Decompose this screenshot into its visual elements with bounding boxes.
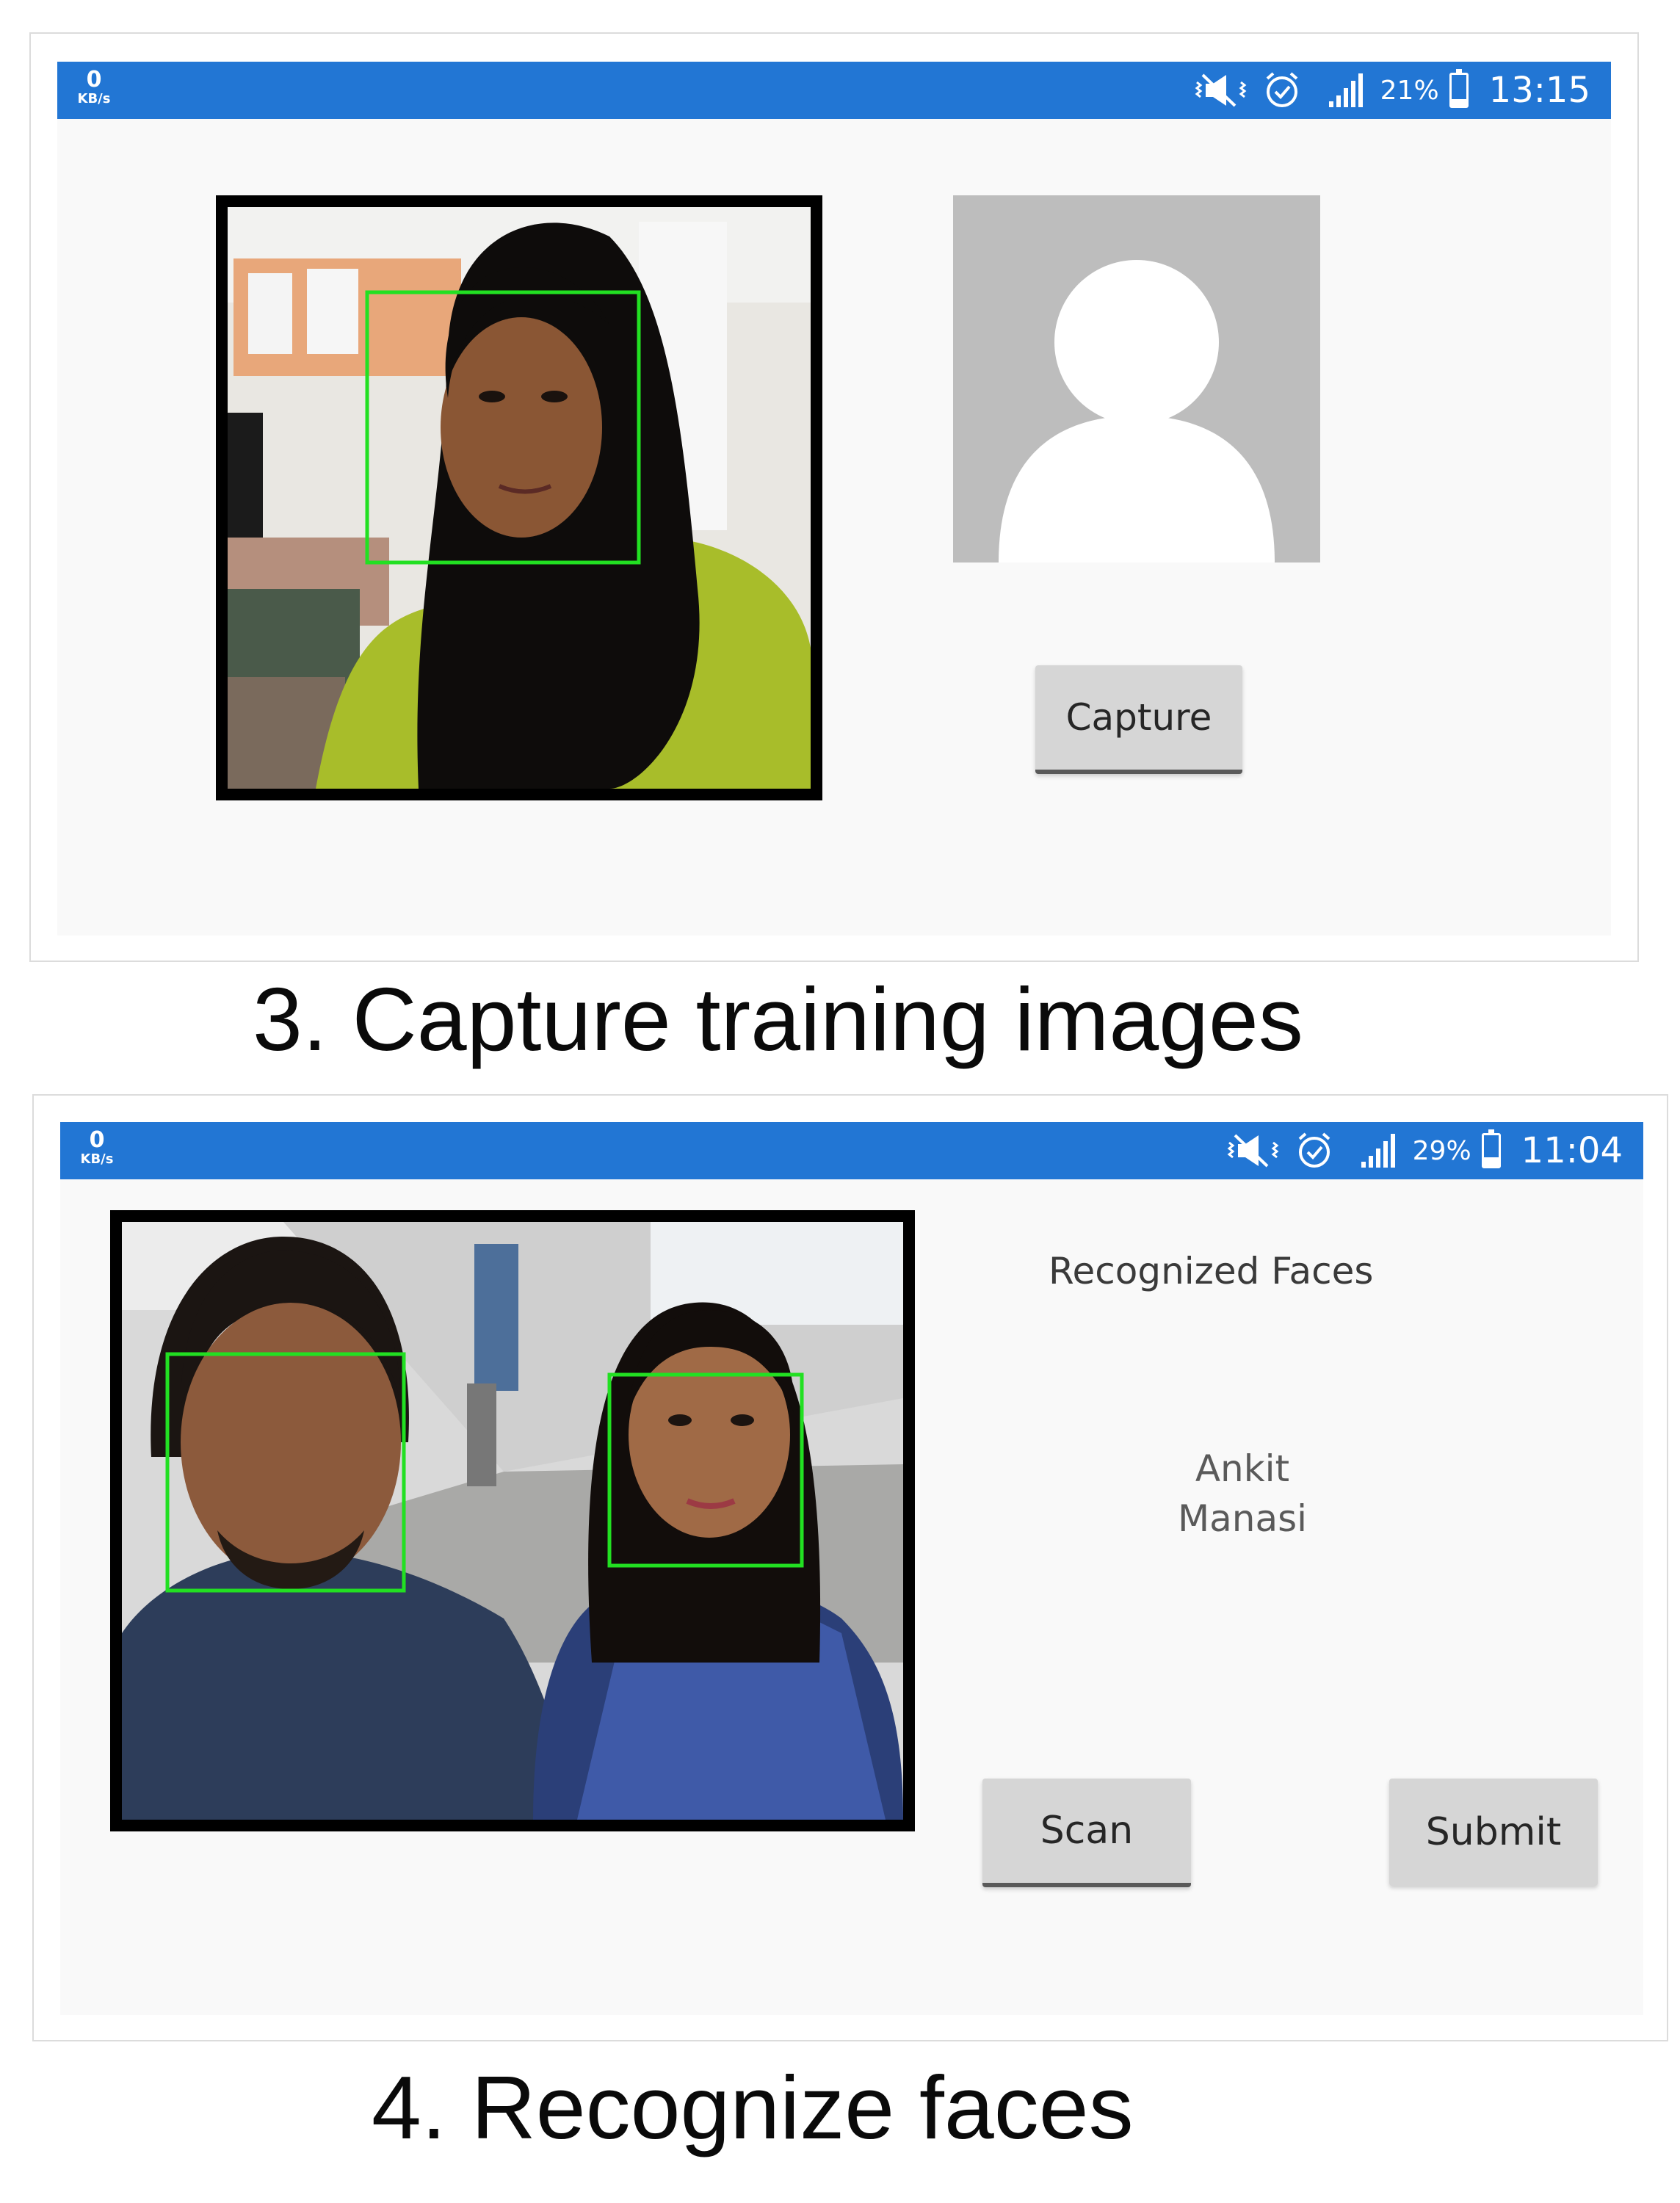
battery-icon	[1481, 1129, 1501, 1168]
recognized-faces-heading: Recognized Faces	[1049, 1250, 1374, 1292]
step-3-caption: 3. Capture training images	[253, 969, 1303, 1069]
camera-frame-image	[122, 1222, 903, 1820]
status-bar: 0 KB/s	[57, 62, 1611, 119]
face-detection-box	[165, 1352, 406, 1593]
network-speed-unit: KB/s	[80, 1151, 114, 1167]
capture-screen-card: 0 KB/s	[29, 32, 1639, 962]
scan-button[interactable]: Scan	[982, 1779, 1191, 1887]
training-image-placeholder	[953, 195, 1320, 562]
signal-icon	[1328, 73, 1363, 107]
recognize-screen: 0 KB/s	[60, 1122, 1643, 2015]
mute-vibrate-icon	[1195, 73, 1247, 107]
step-4-caption: 4. Recognize faces	[372, 2058, 1134, 2157]
submit-button[interactable]: Submit	[1389, 1779, 1598, 1886]
status-icons: 29% 11:04	[1226, 1122, 1623, 1179]
avatar-placeholder-icon	[999, 260, 1275, 562]
mute-vibrate-icon	[1227, 1134, 1279, 1168]
signal-icon	[1361, 1134, 1395, 1168]
alarm-icon	[1298, 1132, 1330, 1168]
network-speed-value: 0	[89, 1127, 105, 1153]
network-speed: 0 KB/s	[75, 1129, 119, 1166]
network-speed-value: 0	[86, 67, 102, 93]
face-detection-box	[365, 290, 641, 565]
recognized-name: Manasi	[1177, 1497, 1308, 1540]
alarm-icon	[1266, 72, 1297, 107]
clock: 13:15	[1488, 70, 1590, 111]
capture-button[interactable]: Capture	[1035, 665, 1242, 774]
recognize-screen-card: 0 KB/s	[32, 1094, 1668, 2041]
camera-frame-image	[228, 207, 811, 789]
status-icons: 21% 13:15	[1194, 62, 1590, 119]
clock: 11:04	[1521, 1130, 1623, 1171]
network-speed: 0 KB/s	[72, 69, 116, 106]
network-speed-unit: KB/s	[77, 91, 111, 106]
battery-icon	[1449, 69, 1469, 108]
recognized-names-list: Ankit Manasi	[1118, 1444, 1367, 1544]
recognized-name: Ankit	[1195, 1447, 1290, 1490]
capture-screen: 0 KB/s	[57, 62, 1611, 936]
battery-percent: 21%	[1380, 75, 1439, 106]
status-bar: 0 KB/s	[60, 1122, 1643, 1179]
camera-preview	[110, 1210, 915, 1831]
battery-percent: 29%	[1412, 1135, 1471, 1166]
camera-preview	[216, 195, 822, 800]
face-detection-box	[607, 1372, 804, 1568]
